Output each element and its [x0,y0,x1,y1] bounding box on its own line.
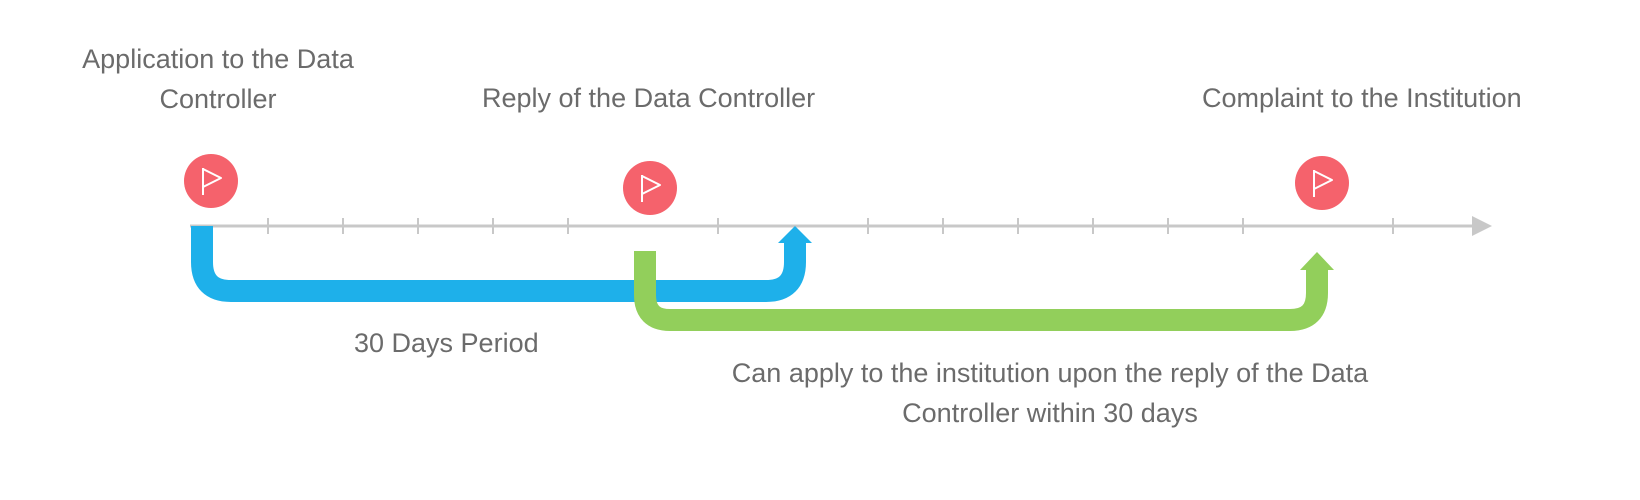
flag-marker-complaint [1295,156,1349,210]
milestone-label-complaint: Complaint to the Institution [1202,83,1522,113]
milestone-label-line: Application to the Data [82,44,354,74]
timeline-ticks [267,218,1394,234]
period-label-line: Can apply to the institution upon the re… [731,358,1369,388]
flag-icon [641,175,661,202]
institution-period-arrow [1300,252,1334,270]
flag-icon [1313,170,1333,197]
milestone-label-reply: Reply of the Data Controller [482,83,816,113]
flag-marker-reply [623,161,677,215]
period-label-thirty-days: 30 Days Period [354,328,539,358]
flag-marker-application [184,154,238,208]
milestone-label-application: Application to the Data Controller [58,39,378,119]
flag-icon [202,168,222,195]
thirty-day-period-arrow [778,226,812,243]
institution-period-bracket [634,251,1328,331]
milestone-label-line: Controller [159,84,277,114]
thirty-day-period-bracket [191,226,806,302]
period-label-line: Controller within 30 days [902,398,1198,428]
timeline-arrowhead [1472,216,1492,236]
period-label-institution: Can apply to the institution upon the re… [680,353,1420,433]
